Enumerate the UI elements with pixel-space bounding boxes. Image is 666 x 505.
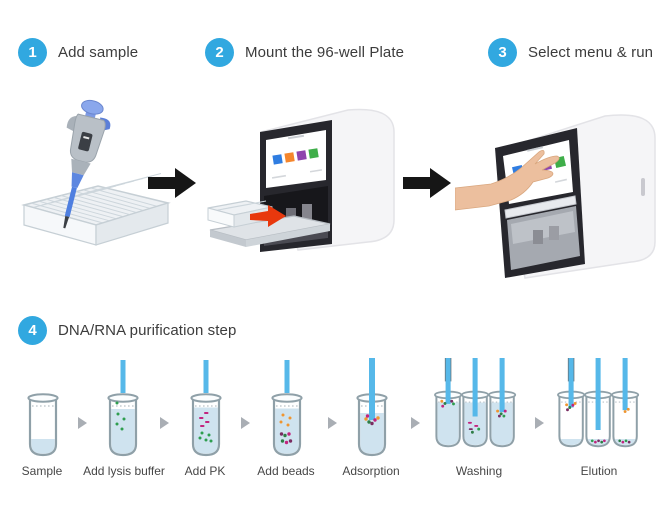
dispense-tip-icon (284, 360, 290, 393)
stage-label-elution: Elution (580, 464, 618, 478)
flow-arrow-icon (148, 168, 196, 198)
stage-label-sample: Sample (21, 464, 63, 478)
step-3-label: Select menu & run (528, 44, 654, 61)
bead-dots (467, 421, 481, 434)
lysis-buffer-tube-illustration (107, 360, 139, 457)
step-4-label: DNA/RNA purification step (58, 322, 237, 339)
bead-dots (590, 439, 606, 444)
step-1-header: 1 Add sample (18, 38, 138, 67)
step-2-header: 2 Mount the 96-well Plate (205, 38, 404, 67)
magnetic-rod-icon (622, 358, 628, 411)
bead-dots (618, 407, 631, 444)
step-4-badge: 4 (18, 316, 47, 345)
stage-label-beads: Add beads (257, 464, 315, 478)
stage-label-lysis: Add lysis buffer (83, 464, 165, 478)
pk-tube-illustration (190, 360, 222, 457)
bead-dots (279, 413, 293, 445)
magnetic-rod-icon (445, 358, 451, 404)
magnetic-rod-icon (499, 358, 505, 412)
stage-label-pk: Add PK (184, 464, 226, 478)
bead-dots (198, 412, 213, 443)
flow-arrow-icon (403, 168, 451, 198)
touchscreen (266, 130, 326, 188)
extraction-instrument-icon (495, 114, 656, 279)
step-4-header: 4 DNA/RNA purification step (18, 316, 236, 345)
beads-tube-illustration (271, 360, 303, 457)
dispense-tip-icon (120, 360, 126, 393)
stage-arrow-icon (328, 417, 337, 429)
magnetic-rod-icon (369, 358, 375, 420)
step-3-badge: 3 (488, 38, 517, 67)
magnetic-rod-icon (595, 358, 601, 430)
bead-dots (440, 399, 455, 408)
adsorption-tube-illustration (356, 358, 388, 457)
dispense-tip-icon (203, 360, 209, 393)
well-plate-icon (21, 173, 171, 246)
elution-tubes-illustration (556, 358, 640, 448)
step-1-label: Add sample (58, 44, 139, 61)
magnetic-rod-icon (568, 358, 574, 408)
washing-tubes-illustration (433, 358, 517, 448)
bead-dots (115, 401, 126, 431)
step-2-label: Mount the 96-well Plate (245, 44, 405, 61)
insert-arrow-icon (250, 205, 286, 227)
bead-dots (565, 402, 577, 412)
sample-tube-illustration (27, 393, 59, 457)
hand-icon (455, 150, 560, 211)
stage-arrow-icon (241, 417, 250, 429)
pipette-icon (63, 99, 111, 229)
magnetic-rod-icon (472, 358, 478, 417)
step-2-badge: 2 (205, 38, 234, 67)
screen-app-icon (272, 148, 319, 165)
step-3-header: 3 Select menu & run (488, 38, 653, 67)
stage-label-washing: Washing (455, 464, 503, 478)
stage-arrow-icon (535, 417, 544, 429)
stage-label-adsorption: Adsorption (342, 464, 400, 478)
step-1-badge: 1 (18, 38, 47, 67)
instrument-touch-illustration (455, 114, 656, 279)
stage-arrow-icon (160, 417, 169, 429)
bead-dots (496, 409, 507, 418)
instrument-tray-illustration (207, 108, 395, 252)
pipette-plate-illustration (21, 99, 171, 246)
stage-arrow-icon (78, 417, 87, 429)
stage-arrow-icon (411, 417, 420, 429)
bead-dots (364, 414, 380, 426)
